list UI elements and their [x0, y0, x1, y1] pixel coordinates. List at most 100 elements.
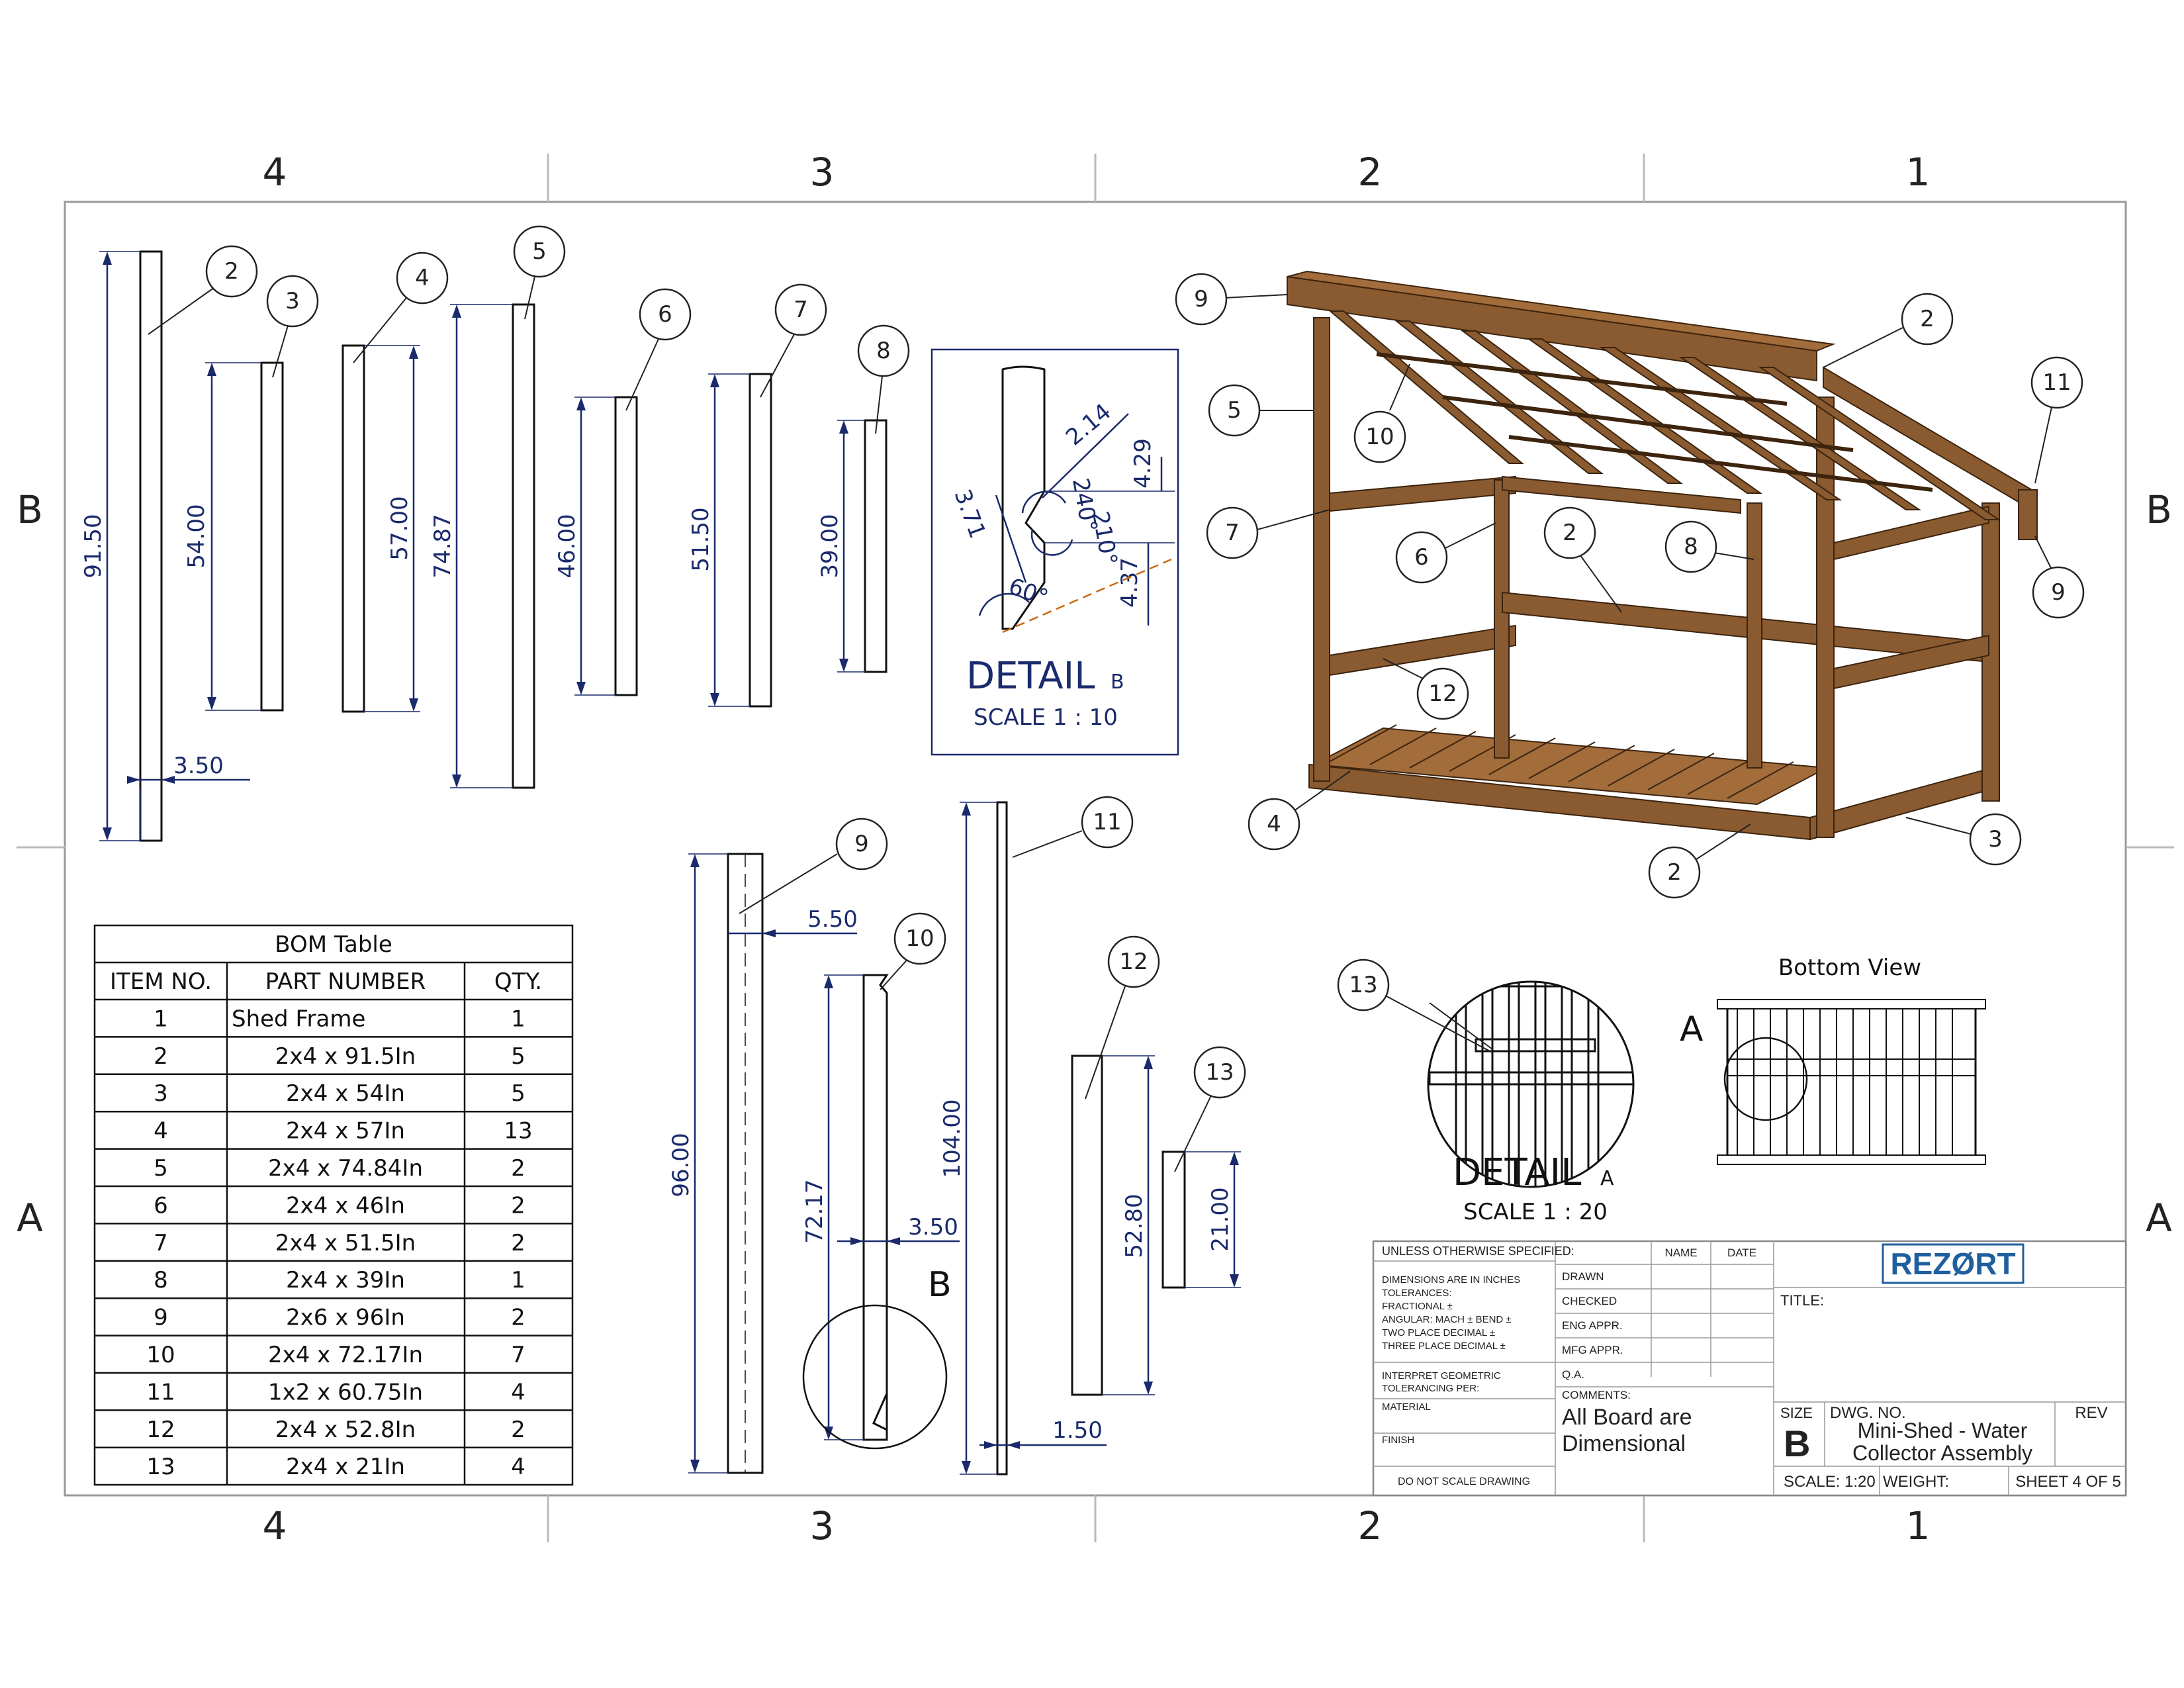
part-3-view: 54.00: [183, 361, 284, 712]
dim-part-10-width: 3.50: [908, 1214, 958, 1241]
bom-cell-part: 2x4 x 39In: [286, 1267, 405, 1293]
bom-cell-qty: 4: [511, 1379, 525, 1405]
part-6-view: 46.00: [554, 396, 638, 696]
tb-name-header: NAME: [1664, 1246, 1697, 1259]
bom-cell-item: 5: [154, 1155, 168, 1182]
bom-cell-qty: 2: [511, 1305, 525, 1331]
iso-balloon-7: 7: [1225, 520, 1240, 546]
bom-cell-qty: 13: [504, 1118, 532, 1145]
top-balloons: 2 3 4 5 6 7 8: [148, 225, 910, 434]
part-8-view: 39.00: [817, 419, 887, 673]
bom-cell-item: 6: [154, 1192, 168, 1219]
zone-row-b-left: B: [17, 487, 43, 532]
bom-cell-item: 12: [146, 1417, 175, 1443]
tb-dwg-name-2: Collector Assembly: [1852, 1441, 2032, 1465]
part-2-view: 91.50 3.50: [80, 250, 250, 842]
dim-part-9-width: 5.50: [807, 906, 858, 933]
balloon-7: 7: [794, 297, 808, 323]
bom-cell-item: 1: [154, 1006, 168, 1032]
bom-cell-qty: 5: [511, 1080, 525, 1107]
part-5-view: 74.87: [430, 303, 535, 789]
part-4-view: 57.00: [341, 344, 420, 713]
sheet-border: [17, 154, 2174, 1542]
bom-cell-qty: 2: [511, 1155, 525, 1182]
dim-part-10-length: 72.17: [801, 1179, 828, 1243]
bom-cell-item: 2: [154, 1043, 168, 1070]
dim-part-4-length: 57.00: [387, 496, 413, 560]
bom-cell-qty: 2: [511, 1230, 525, 1256]
bom-header-part: PART NUMBER: [265, 968, 426, 995]
tb-role-eng: ENG APPR.: [1562, 1319, 1623, 1332]
dim-part-6-length: 46.00: [554, 514, 580, 578]
bom-cell-part: 2x4 x 54In: [286, 1080, 405, 1107]
dim-part-2-length: 91.50: [80, 514, 107, 578]
dim-part-3-length: 54.00: [183, 504, 210, 568]
tb-finish: FINISH: [1382, 1434, 1414, 1446]
tb-tol-5: THREE PLACE DECIMAL ±: [1382, 1340, 1506, 1352]
iso-balloon-8: 8: [1684, 534, 1698, 560]
tb-comment-line-1: All Board are: [1562, 1405, 1692, 1430]
company-logo: REZØRT: [1890, 1246, 2015, 1281]
part-13-view: 21.00 13: [1161, 1046, 1246, 1289]
bom-cell-part: 2x4 x 91.5In: [275, 1043, 416, 1070]
iso-balloon-2-top: 2: [1920, 306, 1934, 332]
logo-box: [1882, 1243, 2025, 1284]
dim-detail-b-2: 4.29: [1130, 438, 1156, 489]
iso-balloon-12: 12: [1428, 680, 1457, 707]
zone-col-2-bottom: 2: [1358, 1503, 1383, 1548]
tb-role-drawn: DRAWN: [1562, 1270, 1604, 1283]
balloon-3: 3: [285, 288, 300, 314]
tb-dwg-label: DWG. NO.: [1830, 1404, 1906, 1422]
bom-title: BOM Table: [275, 931, 392, 958]
balloon-2: 2: [224, 258, 239, 285]
bom-cell-item: 7: [154, 1230, 168, 1256]
dim-part-2-width: 3.50: [173, 753, 224, 779]
iso-balloon-4: 4: [1267, 811, 1281, 837]
detail-b-callout: B: [928, 1265, 952, 1305]
bom-cell-item: 13: [146, 1454, 175, 1480]
balloon-9: 9: [854, 831, 869, 857]
bom-cell-part: 1x2 x 60.75In: [268, 1379, 423, 1405]
tb-title-label: TITLE:: [1780, 1292, 1824, 1309]
bottom-view-detail-marker: A: [1680, 1009, 1704, 1049]
dim-part-5-length: 74.87: [430, 514, 456, 578]
iso-balloon-11: 11: [2042, 369, 2071, 396]
bom-cell-item: 8: [154, 1267, 168, 1293]
bom-cell-qty: 5: [511, 1043, 525, 1070]
detail-a-title: DETAIL: [1453, 1151, 1581, 1194]
dim-part-13-length: 21.00: [1207, 1187, 1234, 1251]
bom-cell-part: 2x4 x 21In: [286, 1454, 405, 1480]
tb-interpret-0: INTERPRET GEOMETRIC: [1382, 1370, 1501, 1382]
balloon-6: 6: [658, 301, 672, 328]
zone-col-3-top: 3: [810, 150, 835, 195]
part-9-view: 96.00 5.50 9: [668, 818, 888, 1474]
balloon-12: 12: [1119, 949, 1148, 975]
bom-cell-part: Shed Frame: [232, 1006, 365, 1032]
bom-cell-part: 2x4 x 46In: [286, 1192, 405, 1219]
zone-row-a-right: A: [2146, 1196, 2172, 1241]
tb-interpret-1: TOLERANCING PER:: [1382, 1383, 1479, 1394]
detail-a-scale: SCALE 1 : 20: [1463, 1199, 1608, 1225]
iso-balloon-9-right: 9: [2051, 579, 2066, 606]
bom-cell-part: 2x4 x 57In: [286, 1118, 405, 1145]
iso-balloon-9-top: 9: [1194, 286, 1208, 312]
tb-rev-label: REV: [2075, 1404, 2107, 1422]
balloon-13: 13: [1205, 1059, 1234, 1086]
bom-cell-item: 11: [146, 1379, 175, 1405]
tb-comment-line-2: Dimensional: [1562, 1431, 1686, 1456]
tb-size: B: [1784, 1423, 1810, 1464]
zone-col-1-top: 1: [1906, 150, 1931, 195]
bom-cell-item: 10: [146, 1342, 175, 1368]
iso-balloon-2-bottom: 2: [1667, 859, 1682, 886]
bom-cell-qty: 4: [511, 1454, 525, 1480]
detail-b-title: DETAIL: [966, 655, 1095, 698]
bom-cell-qty: 1: [511, 1267, 525, 1293]
tb-dwg-name-1: Mini-Shed - Water: [1858, 1419, 2028, 1442]
bom-cell-item: 9: [154, 1305, 168, 1331]
tb-role-mfg: MFG APPR.: [1562, 1344, 1623, 1356]
balloon-11: 11: [1093, 809, 1121, 835]
zone-col-4-bottom: 4: [263, 1503, 287, 1548]
iso-balloon-6: 6: [1414, 544, 1429, 571]
dim-detail-b-6: 4.37: [1116, 557, 1143, 608]
